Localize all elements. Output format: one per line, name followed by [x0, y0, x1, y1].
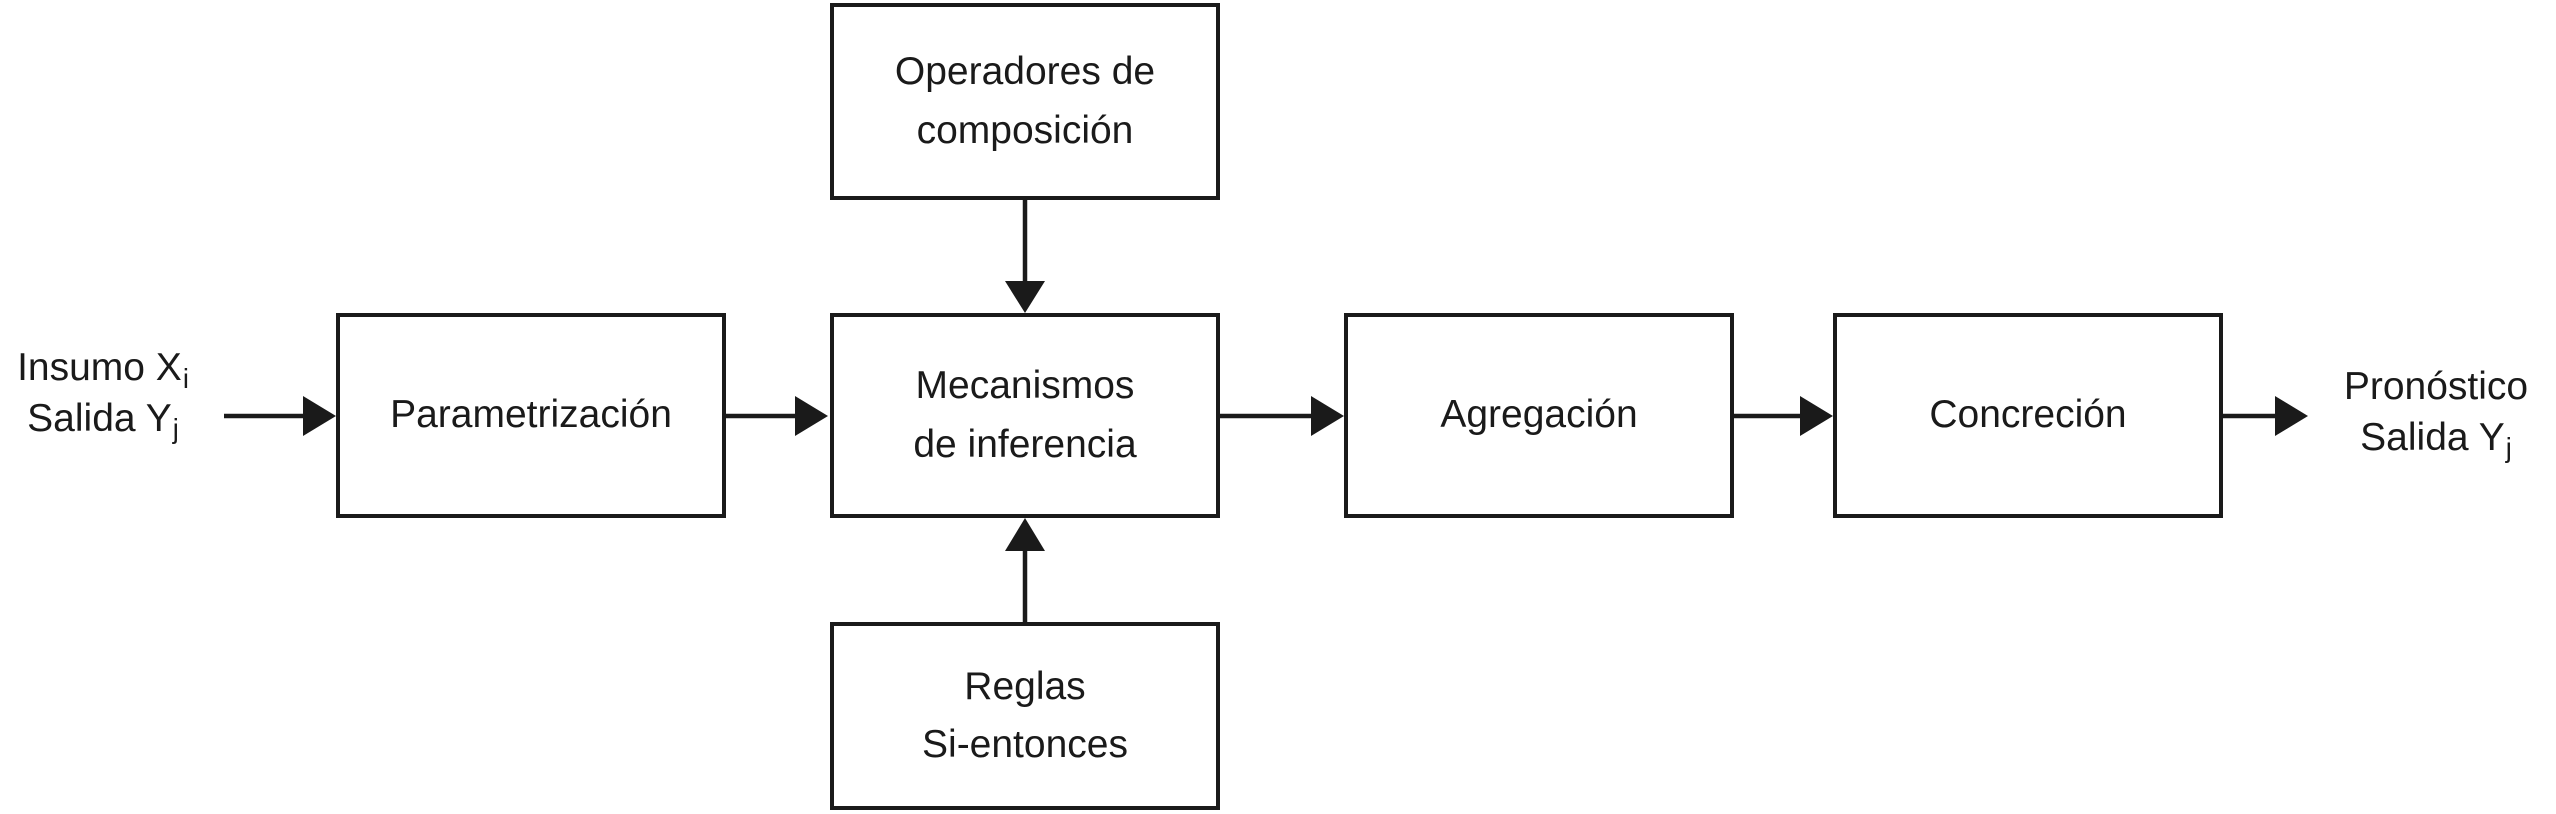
arrow-input-to-parametrizacion	[224, 396, 336, 436]
box-agregacion-label: Agregación	[1440, 393, 1638, 437]
output-label-line2-text: Salida Y	[2360, 415, 2505, 459]
output-label-line1: Pronóstico	[2316, 362, 2556, 413]
box-concrecion: Concreción	[1833, 313, 2223, 518]
output-label-line1-text: Pronóstico	[2343, 365, 2529, 408]
box-operadores-de-composicion: Operadores de composición	[830, 3, 1220, 200]
output-label: Pronóstico Salida Yj	[2316, 362, 2556, 463]
box-mecanismos-de-inferencia: Mecanismos de inferencia	[830, 313, 1220, 518]
input-label-line1-subscript: i	[182, 362, 189, 394]
input-label-line2-subscript: j	[172, 413, 179, 445]
arrow-operadores-to-mecanismos	[1005, 200, 1045, 313]
box-reglas-si-entonces-label: Reglas Si-entonces	[922, 664, 1128, 767]
box-reglas-si-entonces: Reglas Si-entonces	[830, 622, 1220, 810]
arrow-agregacion-to-concrecion	[1734, 396, 1833, 436]
arrow-reglas-to-mecanismos	[1005, 518, 1045, 622]
input-label-line1-text: Insumo X	[17, 346, 182, 389]
input-label-line2-text: Salida Y	[27, 396, 172, 440]
box-parametrizacion: Parametrización	[336, 313, 726, 518]
arrow-concrecion-to-output	[2223, 396, 2308, 436]
output-label-line2-subscript: j	[2505, 432, 2512, 464]
box-mecanismos-de-inferencia-label: Mecanismos de inferencia	[913, 364, 1137, 466]
input-label-line1: Insumo Xi	[0, 343, 206, 394]
output-label-line2: Salida Yj	[2316, 413, 2556, 464]
box-concrecion-label: Concreción	[1929, 393, 2127, 437]
box-agregacion: Agregación	[1344, 313, 1734, 518]
arrow-mecanismos-to-agregacion	[1220, 396, 1344, 436]
box-parametrizacion-label: Parametrización	[390, 393, 672, 437]
arrow-parametrizacion-to-mecanismos	[726, 396, 828, 436]
box-operadores-de-composicion-label: Operadores de composición	[894, 50, 1156, 152]
input-label: Insumo Xi Salida Yj	[0, 343, 206, 444]
input-label-line2: Salida Yj	[0, 394, 206, 445]
